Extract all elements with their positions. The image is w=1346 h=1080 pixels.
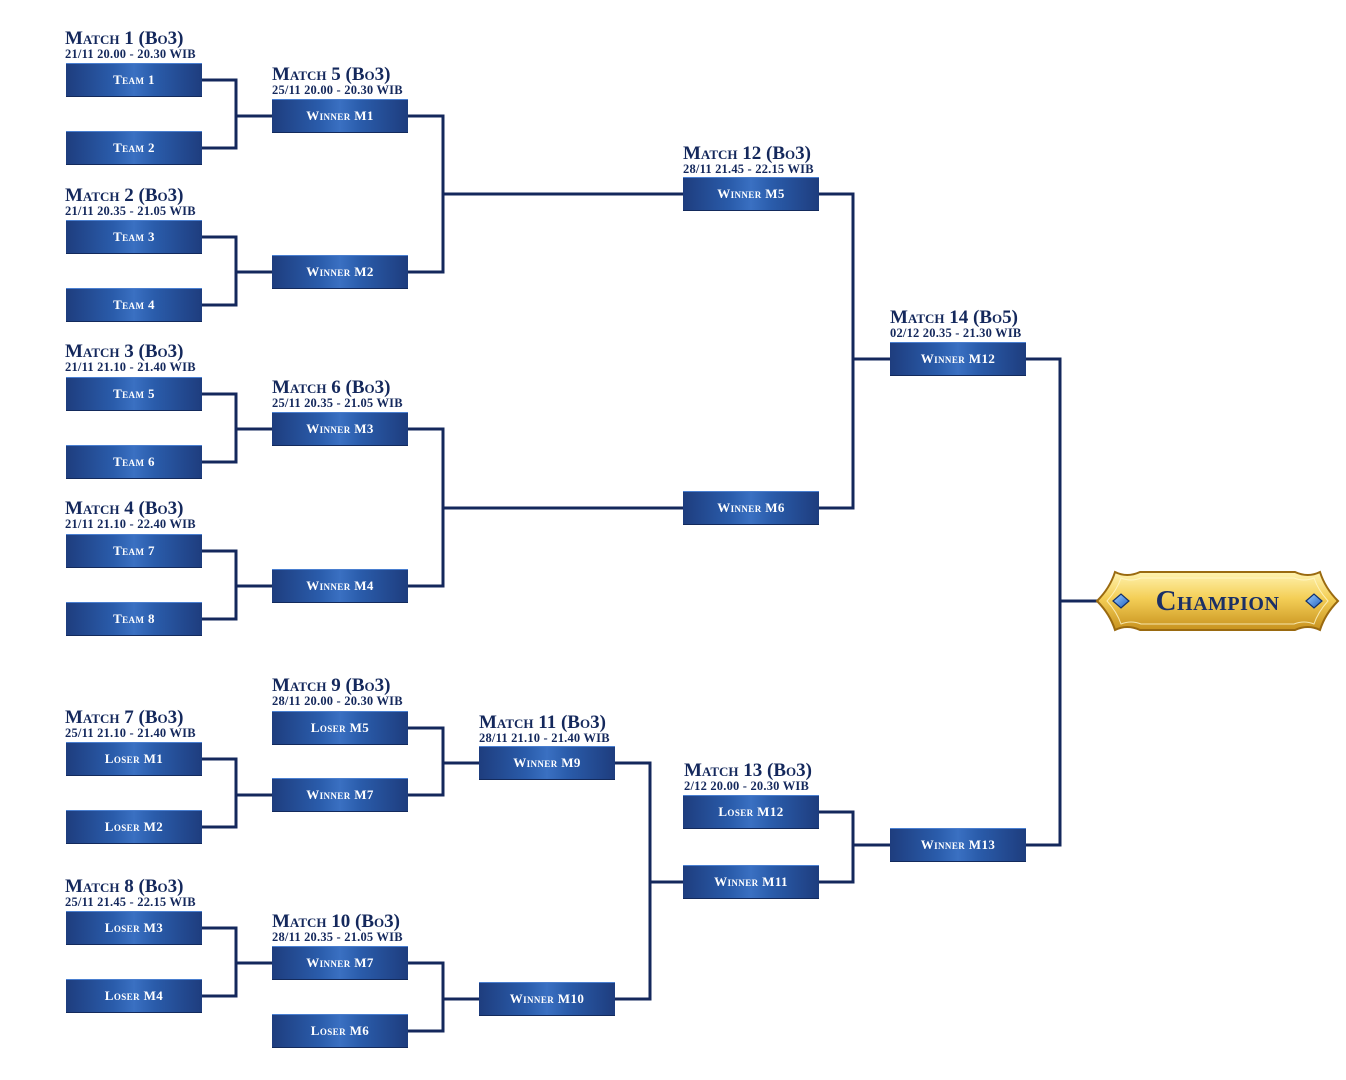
connector-m7: [202, 757, 272, 829]
slot-team-3: Team 3: [66, 220, 202, 254]
match-9-header: Match 9 (Bo3) 28/11 20.00 - 20.30 WIB: [272, 675, 403, 708]
slot-winner-m3: Winner M3: [272, 412, 408, 446]
connector-m9: [408, 726, 479, 797]
match-10-header: Match 10 (Bo3) 28/11 20.35 - 21.05 WIB: [272, 911, 403, 944]
match-time: 21/11 21.10 - 22.40 WIB: [65, 517, 196, 531]
champion-plaque: Champion: [1095, 566, 1340, 636]
match-title: Match 11 (Bo3): [479, 712, 606, 733]
slot-loser-m5: Loser M5: [272, 711, 408, 745]
match-7-header: Match 7 (Bo3) 25/11 21.10 - 21.40 WIB: [65, 707, 196, 740]
match-title: Match 5 (Bo3): [272, 64, 391, 85]
connector-m1: [202, 78, 272, 150]
connector-m4: [202, 549, 272, 621]
slot-winner-m13: Winner M13: [890, 828, 1026, 862]
match-11-header: Match 11 (Bo3) 28/11 21.10 - 21.40 WIB: [479, 712, 610, 745]
match-title: Match 2 (Bo3): [65, 185, 184, 206]
match-title: Match 6 (Bo3): [272, 377, 391, 398]
match-8-header: Match 8 (Bo3) 25/11 21.45 - 22.15 WIB: [65, 876, 196, 909]
connector-m5: [408, 114, 683, 274]
slot-winner-m10: Winner M10: [479, 982, 615, 1016]
match-time: 28/11 20.00 - 20.30 WIB: [272, 694, 403, 708]
match-time: 21/11 20.35 - 21.05 WIB: [65, 204, 196, 218]
match-title: Match 13 (Bo3): [684, 760, 812, 781]
match-title: Match 14 (Bo5): [890, 307, 1018, 328]
connector-m3: [202, 392, 272, 464]
match-5-header: Match 5 (Bo3) 25/11 20.00 - 20.30 WIB: [272, 64, 403, 97]
slot-team-2: Team 2: [66, 131, 202, 165]
match-13-header: Match 13 (Bo3) 2/12 20.00 - 20.30 WIB: [684, 760, 812, 793]
right-gem-icon: [1305, 593, 1323, 609]
slot-winner-m7: Winner M7: [272, 778, 408, 812]
slot-loser-m12: Loser M12: [683, 795, 819, 829]
match-time: 25/11 21.10 - 21.40 WIB: [65, 726, 196, 740]
champion-plaque-frame: [1095, 570, 1340, 632]
match-time: 28/11 21.10 - 21.40 WIB: [479, 731, 610, 745]
match-title: Match 3 (Bo3): [65, 341, 184, 362]
slot-winner-m5: Winner M5: [683, 177, 819, 211]
slot-team-5: Team 5: [66, 377, 202, 411]
match-12-header: Match 12 (Bo3) 28/11 21.45 - 22.15 WIB: [683, 143, 814, 176]
slot-winner-m1: Winner M1: [272, 99, 408, 133]
match-title: Match 8 (Bo3): [65, 876, 184, 897]
match-time: 21/11 21.10 - 21.40 WIB: [65, 360, 196, 374]
slot-team-6: Team 6: [66, 445, 202, 479]
slot-team-1: Team 1: [66, 63, 202, 97]
match-time: 28/11 21.45 - 22.15 WIB: [683, 162, 814, 176]
connector-m14: [1026, 357, 1097, 847]
match-1-header: Match 1 (Bo3) 21/11 20.00 - 20.30 WIB: [65, 28, 196, 61]
connector-m2: [202, 235, 272, 307]
slot-loser-m1: Loser M1: [66, 742, 202, 776]
match-2-header: Match 2 (Bo3) 21/11 20.35 - 21.05 WIB: [65, 185, 196, 218]
match-title: Match 4 (Bo3): [65, 498, 184, 519]
connector-m13: [819, 810, 890, 884]
champion-label: Champion: [1155, 584, 1280, 617]
match-14-header: Match 14 (Bo5) 02/12 20.35 - 21.30 WIB: [890, 307, 1022, 340]
slot-winner-m7-second: Winner M7: [272, 946, 408, 980]
match-time: 25/11 21.45 - 22.15 WIB: [65, 895, 196, 909]
slot-winner-m2: Winner M2: [272, 255, 408, 289]
left-gem-icon: [1112, 593, 1130, 609]
slot-winner-m6: Winner M6: [683, 491, 819, 525]
slot-loser-m4: Loser M4: [66, 979, 202, 1013]
match-6-header: Match 6 (Bo3) 25/11 20.35 - 21.05 WIB: [272, 377, 403, 410]
match-title: Match 1 (Bo3): [65, 28, 184, 49]
slot-loser-m3: Loser M3: [66, 911, 202, 945]
match-3-header: Match 3 (Bo3) 21/11 21.10 - 21.40 WIB: [65, 341, 196, 374]
connector-m8: [202, 926, 272, 998]
connector-m6: [408, 427, 683, 588]
slot-winner-m4: Winner M4: [272, 569, 408, 603]
match-time: 28/11 20.35 - 21.05 WIB: [272, 930, 403, 944]
match-time: 21/11 20.00 - 20.30 WIB: [65, 47, 196, 61]
slot-winner-m12: Winner M12: [890, 342, 1026, 376]
match-title: Match 7 (Bo3): [65, 707, 184, 728]
match-title: Match 10 (Bo3): [272, 911, 400, 932]
match-time: 25/11 20.00 - 20.30 WIB: [272, 83, 403, 97]
slot-team-7: Team 7: [66, 534, 202, 568]
match-time: 25/11 20.35 - 21.05 WIB: [272, 396, 403, 410]
match-time: 02/12 20.35 - 21.30 WIB: [890, 326, 1022, 340]
slot-loser-m6: Loser M6: [272, 1014, 408, 1048]
slot-team-4: Team 4: [66, 288, 202, 322]
slot-winner-m9: Winner M9: [479, 746, 615, 780]
slot-loser-m2: Loser M2: [66, 810, 202, 844]
connector-m11: [615, 761, 683, 1001]
connector-m12: [819, 192, 890, 510]
match-time: 2/12 20.00 - 20.30 WIB: [684, 779, 810, 793]
match-title: Match 9 (Bo3): [272, 675, 391, 696]
match-title: Match 12 (Bo3): [683, 143, 811, 164]
match-4-header: Match 4 (Bo3) 21/11 21.10 - 22.40 WIB: [65, 498, 196, 531]
slot-winner-m11: Winner M11: [683, 865, 819, 899]
slot-team-8: Team 8: [66, 602, 202, 636]
connector-m10: [408, 961, 479, 1033]
